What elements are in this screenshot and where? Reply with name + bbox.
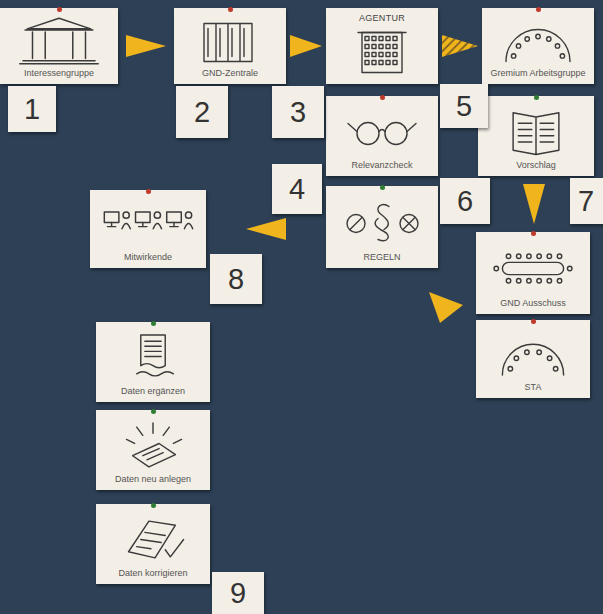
- card-label: Relevanzcheck: [351, 160, 412, 171]
- card-label: Daten ergänzen: [121, 386, 185, 397]
- icon-card: GND Ausschuss: [476, 232, 590, 314]
- icon-card: Daten neu anlegen: [96, 410, 210, 490]
- card-label: Interessengruppe: [24, 68, 94, 79]
- flag-arrow: [246, 218, 286, 240]
- card-icon: [332, 101, 432, 160]
- pin: [531, 231, 536, 236]
- card-icon: [102, 509, 204, 568]
- pin: [531, 319, 536, 324]
- card-label: Daten korrigieren: [118, 568, 187, 579]
- icon-card: Mitwirkende: [90, 190, 206, 268]
- pin: [228, 7, 233, 12]
- number-card: 7: [570, 178, 603, 224]
- number-card: 1: [8, 86, 56, 132]
- card-label: Daten neu anlegen: [115, 474, 191, 485]
- icon-card: Vorschlag: [478, 96, 594, 176]
- card-icon: [102, 327, 204, 386]
- callout-number: 7: [578, 187, 594, 216]
- card-icon: [96, 195, 200, 252]
- icon-card: REGELN: [326, 186, 438, 268]
- pin: [151, 409, 156, 414]
- card-icon: [180, 13, 280, 68]
- number-card: 9: [212, 572, 264, 614]
- pin: [146, 189, 151, 194]
- icon-card: Gremium Arbeitsgruppe: [482, 8, 594, 84]
- card-label: GND Ausschuss: [500, 298, 566, 309]
- number-card: 2: [176, 86, 228, 138]
- card-label: STA: [525, 382, 542, 393]
- callout-number: 3: [290, 98, 306, 127]
- callout-number: 4: [289, 175, 305, 204]
- card-label: GND-Zentrale: [202, 68, 258, 79]
- callout-number: 6: [457, 187, 473, 216]
- card-label: REGELN: [363, 252, 400, 263]
- card-icon: [484, 101, 588, 160]
- card-icon: [6, 13, 112, 68]
- flag-arrow: [126, 35, 166, 57]
- pin: [151, 503, 156, 508]
- card-icon: [482, 325, 584, 382]
- icon-card: AGENTUR: [326, 8, 438, 84]
- card-icon: [332, 24, 432, 79]
- icon-card: Daten ergänzen: [96, 322, 210, 402]
- number-card: 6: [440, 178, 490, 224]
- callout-number: 8: [228, 265, 244, 294]
- icon-card: Daten korrigieren: [96, 504, 210, 584]
- card-icon: [482, 237, 584, 298]
- icon-card: GND-Zentrale: [174, 8, 286, 84]
- card-icon: [102, 415, 204, 474]
- icon-card: Relevanzcheck: [326, 96, 438, 176]
- pin: [151, 321, 156, 326]
- callout-number: 5: [456, 92, 472, 121]
- card-label: AGENTUR: [359, 13, 405, 24]
- pin: [534, 95, 539, 100]
- pin: [380, 185, 385, 190]
- card-label: Vorschlag: [516, 160, 556, 171]
- callout-number: 2: [194, 98, 210, 127]
- card-label: Mitwirkende: [124, 252, 172, 263]
- callout-number: 1: [24, 95, 40, 124]
- card-icon: [488, 13, 588, 68]
- number-card: 8: [210, 254, 262, 304]
- flag-arrow: [290, 35, 322, 57]
- card-label: Gremium Arbeitsgruppe: [490, 68, 585, 79]
- number-card: 3: [272, 86, 324, 138]
- pin: [536, 7, 541, 12]
- number-card: 4: [272, 164, 322, 214]
- icon-card: STA: [476, 320, 590, 398]
- icon-card: Interessengruppe: [0, 8, 118, 84]
- number-card: 5: [440, 84, 488, 128]
- flag-arrow: [442, 35, 478, 57]
- callout-number: 9: [230, 579, 246, 608]
- flag-marker: [429, 292, 463, 323]
- pin: [380, 95, 385, 100]
- flag-arrow: [523, 184, 545, 224]
- card-icon: [332, 191, 432, 252]
- pin: [57, 7, 62, 12]
